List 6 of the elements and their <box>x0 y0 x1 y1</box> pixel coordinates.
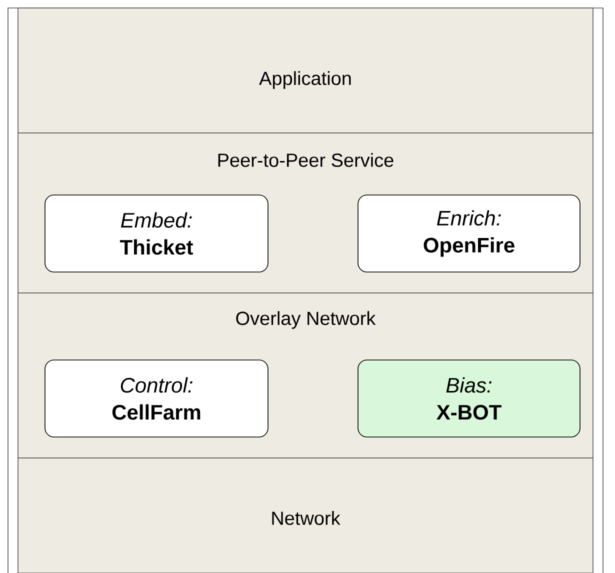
component-box: Control: CellFarm <box>44 360 268 438</box>
layer-band: Network <box>18 458 594 573</box>
component-box: Enrich: OpenFire <box>358 194 580 272</box>
layer-band: Application <box>18 8 594 134</box>
component-box: Bias: X-BOT <box>358 360 580 438</box>
component-box: Embed: Thicket <box>44 194 268 272</box>
